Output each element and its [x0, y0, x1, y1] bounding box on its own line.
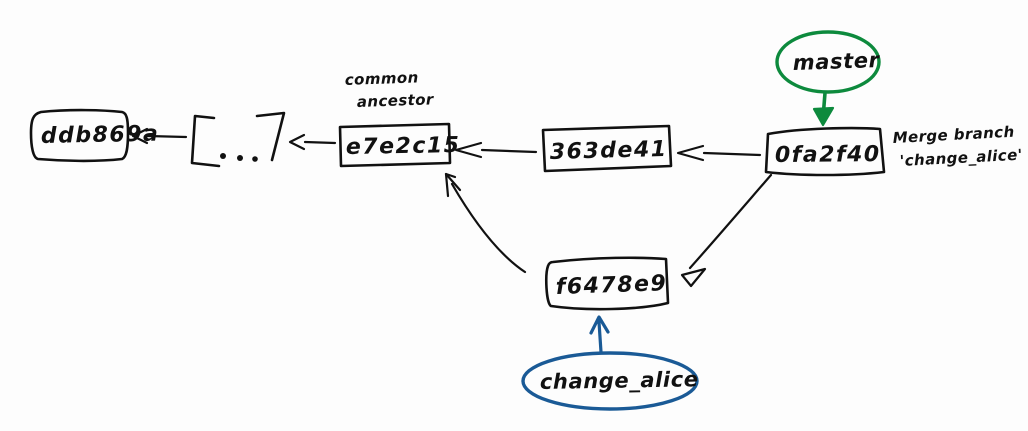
branch-label-change-alice-text: change_alice	[540, 367, 699, 394]
ellipsis-left-bracket	[190, 114, 221, 168]
ellipsis-right-bracket	[255, 111, 286, 162]
commit-node-f6478e9-label: f6478e9	[555, 271, 667, 300]
commit-node-e7e2c15-outline	[338, 122, 452, 168]
commit-node-363de41[interactable]: 363de41	[541, 124, 673, 173]
edge-0fa2f40-to-f6478e9	[680, 173, 773, 288]
annotation-common-ancestor: common ancestor	[345, 68, 436, 111]
commit-node-0fa2f40-label: 0fa2f40	[775, 142, 881, 168]
commit-node-e7e2c15-label: e7e2c15	[346, 133, 461, 160]
commit-node-ddb869a-label: ddb869a	[41, 122, 160, 149]
edge-363de41-to-e7e2c15	[454, 141, 538, 159]
commit-node-f6478e9[interactable]: f6478e9	[545, 256, 670, 311]
edge-f6478e9-to-e7e2c15	[444, 172, 527, 274]
branch-label-change-alice[interactable]: change_alice	[521, 351, 699, 411]
annotation-common-ancestor-line-1: common	[345, 68, 419, 89]
commit-node-e7e2c15[interactable]: e7e2c15	[338, 122, 461, 168]
commit-node-f6478e9-outline	[545, 256, 670, 311]
edge-0fa2f40-to-363de41	[676, 144, 762, 162]
branch-label-master[interactable]: master	[775, 30, 881, 94]
edge-e7e2c15-to-ellipsis	[288, 133, 337, 151]
edge-ellipsis-to-ddb869a	[131, 127, 188, 145]
ellipsis-brackets	[190, 111, 286, 168]
ellipsis-dot-1	[220, 153, 226, 159]
commit-node-0fa2f40-outline	[764, 126, 886, 177]
branch-label-master-text: master	[792, 48, 881, 75]
commit-node-ddb869a-outline	[29, 108, 130, 163]
annotation-common-ancestor-line-2: ancestor	[357, 90, 436, 111]
annotation-merge-branch: Merge branch 'change_alice'	[892, 123, 1023, 170]
branch-pointer-change-alice	[589, 315, 610, 354]
annotation-merge-branch-line-1: Merge branch	[892, 123, 1015, 147]
commit-node-0fa2f40[interactable]: 0fa2f40	[764, 126, 886, 177]
branch-pointer-master	[812, 91, 835, 127]
commit-node-ddb869a[interactable]: ddb869a	[29, 108, 160, 163]
branch-label-change-alice-bubble	[521, 351, 699, 411]
annotation-merge-branch-line-2: 'change_alice'	[899, 146, 1023, 170]
branch-label-master-bubble	[775, 30, 881, 94]
commit-node-363de41-label: 363de41	[550, 137, 668, 165]
ellipsis-dot-3	[252, 156, 258, 162]
ellipsis-dot-2	[237, 155, 243, 161]
commit-node-363de41-outline	[541, 124, 673, 173]
